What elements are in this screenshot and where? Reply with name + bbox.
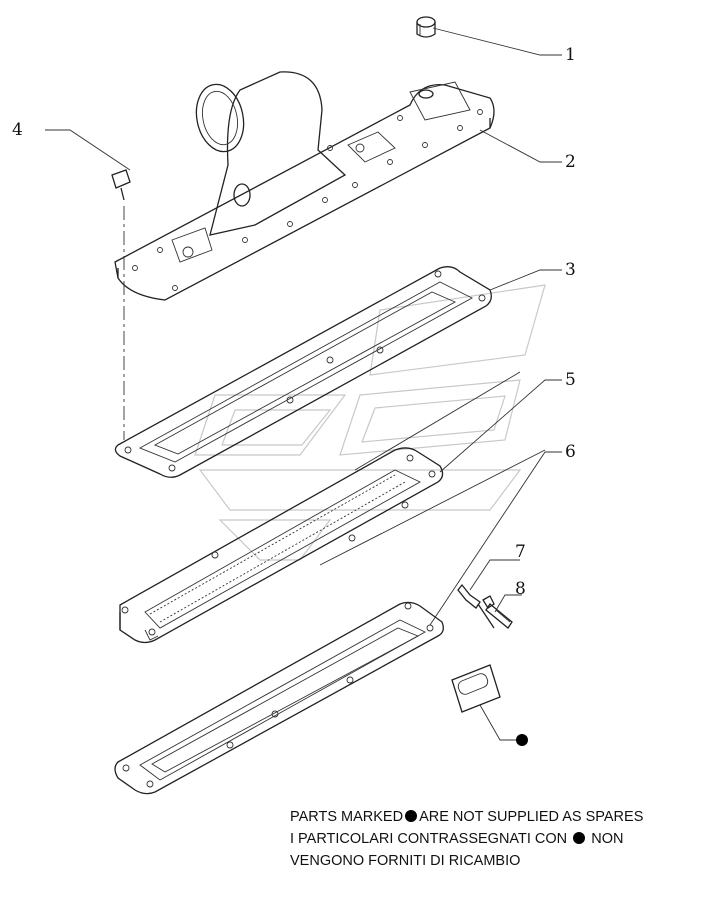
part-4-bolt	[111, 169, 131, 440]
part-5-cooler-core	[119, 447, 444, 644]
note-line-2-end: NON	[591, 831, 624, 847]
part-6-gasket	[114, 601, 444, 795]
note-line-2-start: I PARTICOLARI CONTRASSEGNATI CON	[290, 831, 568, 847]
callout-3: 3	[565, 260, 576, 280]
note-line-3: VENGONO FORNITI DI RICAMBIO	[290, 851, 700, 871]
callout-2: 2	[565, 152, 576, 172]
marked-dot-icon	[573, 832, 586, 844]
marked-dot-icon	[405, 810, 418, 822]
marked-part-dot	[516, 734, 528, 746]
callout-7: 7	[515, 542, 526, 562]
callout-4: 4	[12, 120, 23, 140]
note-line-1: PARTS MARKED ARE NOT SUPPLIED AS SPARES	[290, 807, 700, 827]
note-line-1-start: PARTS MARKED	[290, 809, 404, 825]
note-line-3-text: VENGONO FORNITI DI RICAMBIO	[290, 853, 521, 869]
leader-lines	[45, 27, 562, 741]
callout-8: 8	[515, 579, 526, 599]
part-8-bolt	[482, 595, 513, 629]
watermark-logo	[194, 284, 546, 561]
note-line-2: I PARTICOLARI CONTRASSEGNATI CON NON	[290, 829, 700, 849]
callout-1: 1	[565, 45, 576, 65]
part-2-manifold-cover	[114, 71, 495, 301]
callout-6: 6	[565, 442, 576, 462]
part-1-cap	[416, 16, 436, 38]
marked-part-seal	[451, 664, 528, 746]
part-7-fitting	[457, 583, 495, 629]
note-line-1-end: ARE NOT SUPPLIED AS SPARES	[419, 809, 644, 825]
part-3-gasket	[114, 266, 492, 478]
callout-5: 5	[565, 370, 576, 390]
